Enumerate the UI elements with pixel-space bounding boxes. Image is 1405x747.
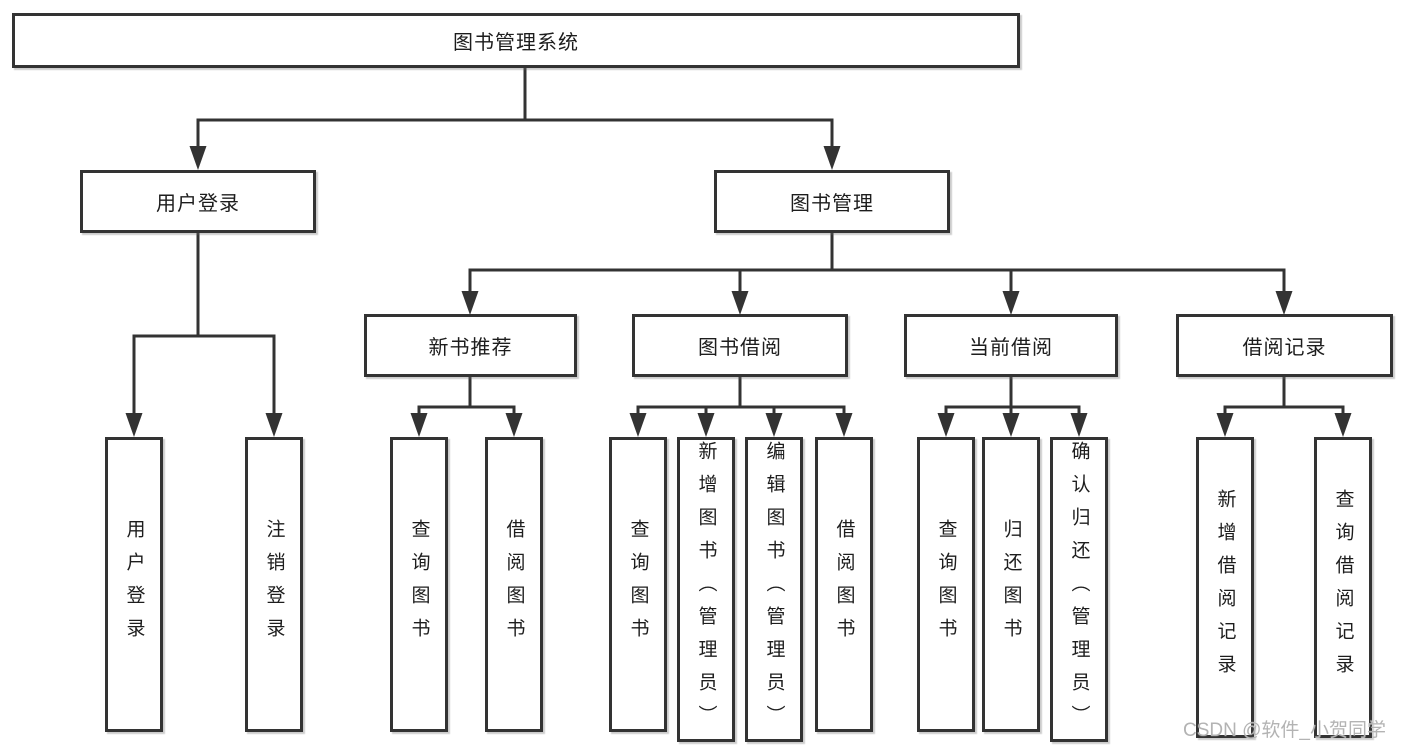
leaf-edit-book-admin-label: 编辑图书（管理员） xyxy=(763,441,785,738)
node-book-management: 图书管理 xyxy=(714,170,950,233)
leaf-confirm-return-admin-label: 确认归还（管理员） xyxy=(1068,441,1090,738)
node-new-book-recommend: 新书推荐 xyxy=(364,314,577,377)
leaf-query-borrow-record-label: 查询借阅记录 xyxy=(1332,488,1354,687)
node-user-login: 用户登录 xyxy=(80,170,316,233)
node-book-borrow-label: 图书借阅 xyxy=(698,337,782,359)
leaf-user-login-label: 用户登录 xyxy=(123,518,145,651)
node-user-login-label: 用户登录 xyxy=(156,193,240,215)
leaf-add-borrow-record: 新增借阅记录 xyxy=(1196,437,1254,738)
node-root-label: 图书管理系统 xyxy=(453,32,579,54)
node-book-borrow: 图书借阅 xyxy=(632,314,848,377)
node-new-book-recommend-label: 新书推荐 xyxy=(428,337,513,359)
leaf-recommend-query-books: 查询图书 xyxy=(390,437,448,732)
csdn-watermark: CSDN @软件_小贺同学 xyxy=(1183,720,1386,741)
leaf-logout: 注销登录 xyxy=(245,437,303,732)
leaf-current-query-books: 查询图书 xyxy=(917,437,975,732)
leaf-user-login: 用户登录 xyxy=(105,437,163,732)
leaf-recommend-borrow-books: 借阅图书 xyxy=(485,437,543,732)
node-current-borrow: 当前借阅 xyxy=(904,314,1118,377)
leaf-add-book-admin-label: 新增图书（管理员） xyxy=(695,441,717,738)
leaf-return-book: 归还图书 xyxy=(982,437,1040,732)
leaf-borrow-query-books-label: 查询图书 xyxy=(627,518,649,651)
leaf-confirm-return-admin: 确认归还（管理员） xyxy=(1050,437,1108,742)
node-current-borrow-label: 当前借阅 xyxy=(969,337,1053,359)
leaf-recommend-query-books-label: 查询图书 xyxy=(408,518,430,651)
leaf-add-borrow-record-label: 新增借阅记录 xyxy=(1214,488,1236,687)
leaf-current-query-books-label: 查询图书 xyxy=(935,518,957,651)
node-book-management-label: 图书管理 xyxy=(790,193,874,215)
leaf-recommend-borrow-books-label: 借阅图书 xyxy=(503,518,525,651)
arrowhead-icons xyxy=(125,146,1352,437)
leaf-edit-book-admin: 编辑图书（管理员） xyxy=(745,437,803,742)
leaf-return-book-label: 归还图书 xyxy=(1000,518,1022,651)
leaf-query-borrow-record: 查询借阅记录 xyxy=(1314,437,1372,738)
leaf-borrow-books: 借阅图书 xyxy=(815,437,873,732)
node-root: 图书管理系统 xyxy=(12,13,1020,68)
node-borrow-records: 借阅记录 xyxy=(1176,314,1393,377)
leaf-add-book-admin: 新增图书（管理员） xyxy=(677,437,735,742)
leaf-borrow-query-books: 查询图书 xyxy=(609,437,667,732)
leaf-borrow-books-label: 借阅图书 xyxy=(833,518,855,651)
leaf-logout-label: 注销登录 xyxy=(263,518,285,651)
node-borrow-records-label: 借阅记录 xyxy=(1242,337,1327,359)
